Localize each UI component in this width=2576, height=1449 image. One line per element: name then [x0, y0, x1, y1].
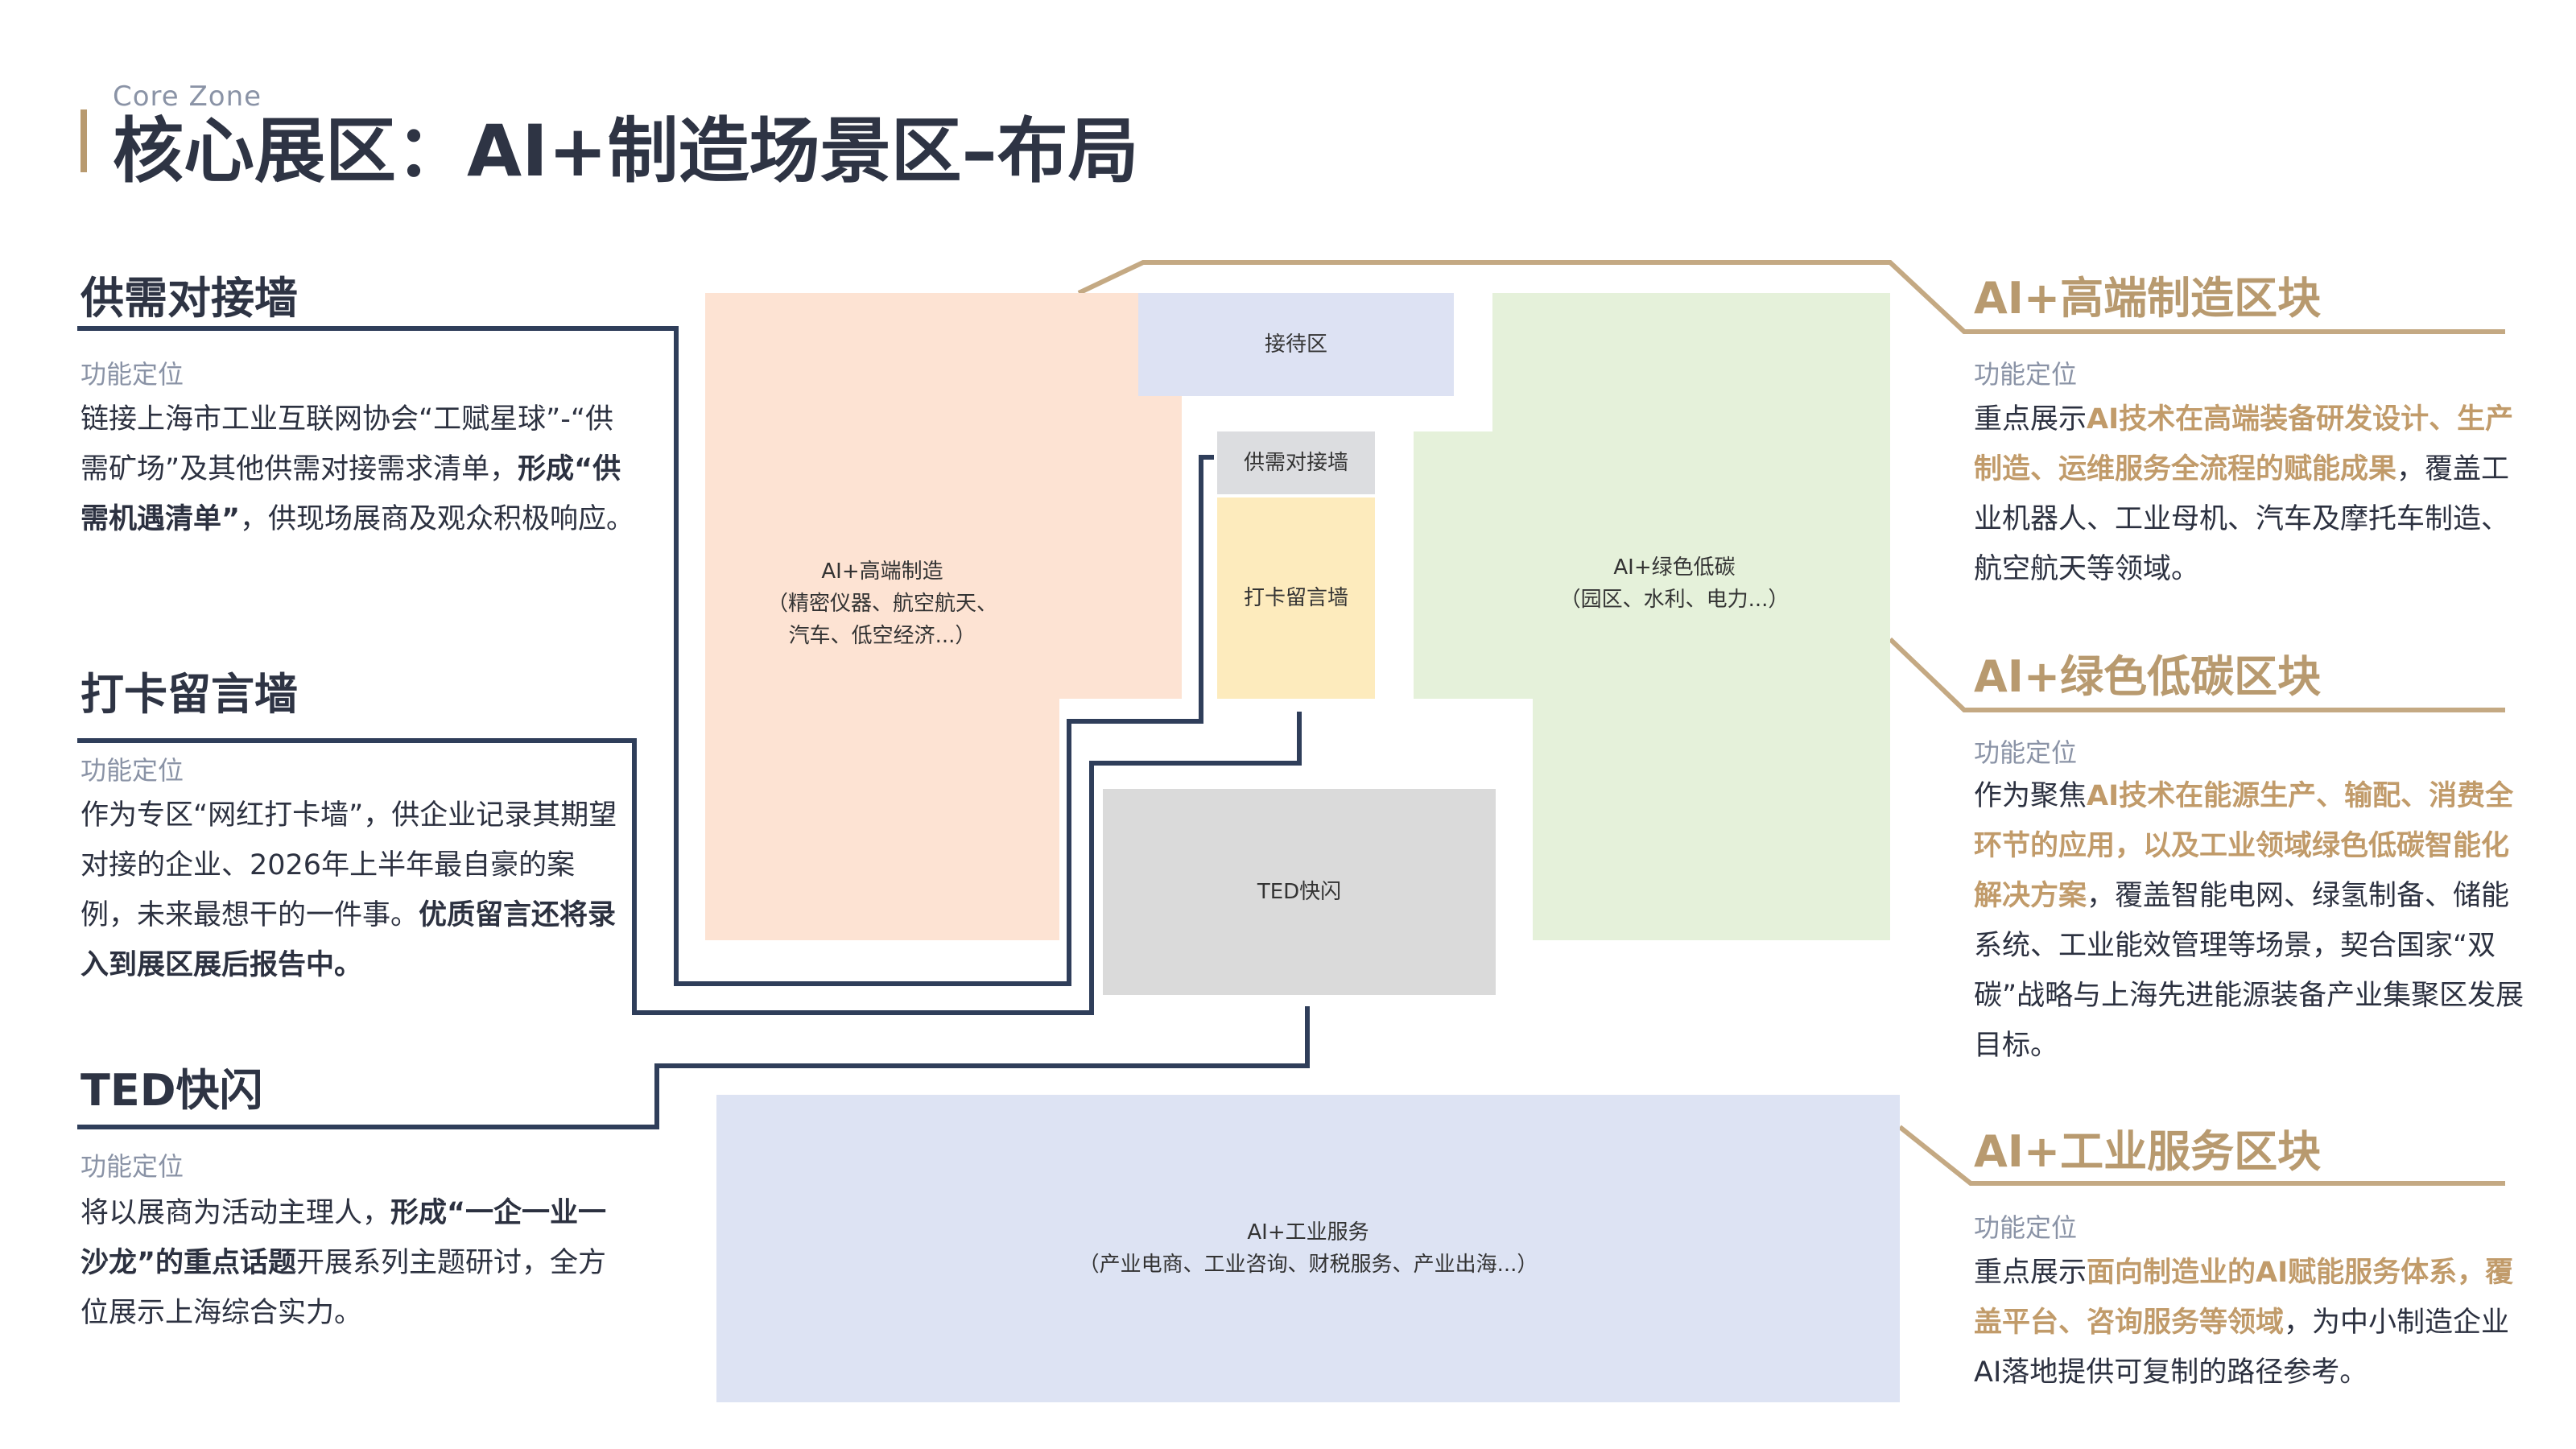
zone-checkin-wall[interactable]: 打卡留言墙 [1217, 497, 1375, 699]
zone-high-end-name: AI+高端制造 [821, 559, 943, 584]
body-segment-highlight: 面向制造业的AI赋能服务体系，覆盖平台、咨询服务等领域 [1974, 1257, 2514, 1339]
zone-ted[interactable]: TED快闪 [1103, 789, 1496, 995]
body-segment: 链接上海市工业互联网协会“工赋星球”-“供需矿场”及其他供需对接需求清单， [80, 403, 614, 485]
body-segment-bold: 优质留言还将录入到展区展后报告中。 [80, 899, 617, 981]
zone-high-end[interactable]: AI+高端制造 （精密仪器、航空航天、 汽车、低空经济...） [705, 499, 1059, 708]
body-segment-bold: 形成“一企一业一沙龙”的重点话题 [80, 1197, 607, 1279]
body-segment: 重点展示 [1974, 403, 2087, 436]
body-segment: 将以展商为活动主理人， [80, 1197, 391, 1229]
connector-service [1898, 1125, 2505, 1186]
right-panel-title-high-end: AI+高端制造区块 [1974, 273, 2322, 324]
zone-ted-label: TED快闪 [1257, 880, 1342, 904]
left-panel-subtitle-supply: 功能定位 [80, 359, 184, 390]
right-panel-body-green: 作为聚焦AI技术在能源生产、输配、消费全环节的应用，以及工业领域绿色低碳智能化解… [1974, 771, 2529, 1071]
body-segment: 作为专区“网红打卡墙”，供企业记录其期望对接的企业、2026年上半年最自豪的案例… [80, 799, 617, 931]
left-panel-title-supply: 供需对接墙 [80, 273, 298, 324]
left-panel-title-ted: TED快闪 [80, 1065, 263, 1116]
body-segment: ，覆盖工业机器人、工业母机、汽车及摩托车制造、航空航天等领域。 [1974, 453, 2510, 585]
zone-green-name: AI+绿色低碳 [1613, 555, 1736, 580]
zone-high-end-detail-2: 汽车、低空经济...） [788, 624, 976, 648]
left-panel-subtitle-ted: 功能定位 [80, 1151, 184, 1182]
zone-supply-wall[interactable]: 供需对接墙 [1217, 431, 1375, 494]
connector-supply-wall [77, 326, 1214, 986]
zone-green-detail: （园区、水利、电力...） [1559, 588, 1790, 612]
body-segment: ，为中小制造企业AI落地提供可复制的路径参考。 [1974, 1307, 2510, 1389]
title-accent-bar [80, 109, 87, 172]
right-panel-title-green: AI+绿色低碳区块 [1974, 651, 2322, 702]
right-panel-subtitle-high-end: 功能定位 [1974, 359, 2078, 390]
connector-high-end [1077, 260, 2505, 334]
left-panel-body-checkin: 作为专区“网红打卡墙”，供企业记录其期望对接的企业、2026年上半年最自豪的案例… [80, 791, 625, 990]
right-panel-title-service: AI+工业服务区块 [1974, 1126, 2322, 1177]
page-title: 核心展区：AI+制造场景区–布局 [113, 109, 1139, 192]
right-panel-subtitle-green: 功能定位 [1974, 737, 2078, 768]
zone-service-detail: （产业电商、工业咨询、财税服务、产业出海...） [1078, 1253, 1538, 1277]
zone-reception-label: 接待区 [1264, 332, 1327, 357]
connector-checkin-wall [77, 712, 1302, 1015]
body-segment: 开展系列主题研讨，全方位展示上海综合实力。 [80, 1247, 607, 1329]
body-segment: ，覆盖智能电网、绿氢制备、储能系统、工业能效管理等场景，契合国家“双碳”战略与上… [1974, 880, 2524, 1062]
left-panel-title-checkin: 打卡留言墙 [80, 669, 298, 720]
zone-green-shape [1414, 293, 1890, 940]
zone-service[interactable]: AI+工业服务 （产业电商、工业咨询、财税服务、产业出海...） [716, 1095, 1900, 1402]
right-panel-subtitle-service: 功能定位 [1974, 1212, 2078, 1243]
left-panel-body-ted: 将以展商为活动主理人，形成“一企一业一沙龙”的重点话题开展系列主题研讨，全方位展… [80, 1188, 625, 1338]
zone-service-name: AI+工业服务 [1247, 1220, 1369, 1245]
left-panel-subtitle-checkin: 功能定位 [80, 755, 184, 786]
zone-high-end-shape [705, 293, 1182, 940]
zone-green[interactable]: AI+绿色低碳 （园区、水利、电力...） [1505, 483, 1843, 684]
body-segment-highlight: AI技术在高端装备研发设计、生产制造、运维服务全流程的赋能成果 [1974, 403, 2514, 485]
body-segment-highlight: AI技术在能源生产、输配、消费全环节的应用，以及工业领域绿色低碳智能化解决方案 [1974, 780, 2514, 912]
connector-ted [77, 1006, 1310, 1129]
zone-supply-wall-label: 供需对接墙 [1243, 451, 1348, 475]
right-panel-body-high-end: 重点展示AI技术在高端装备研发设计、生产制造、运维服务全流程的赋能成果，覆盖工业… [1974, 394, 2518, 594]
right-panel-body-service: 重点展示面向制造业的AI赋能服务体系，覆盖平台、咨询服务等领域，为中小制造企业A… [1974, 1248, 2518, 1397]
left-panel-body-supply: 链接上海市工业互联网协会“工赋星球”-“供需矿场”及其他供需对接需求清单，形成“… [80, 394, 636, 544]
body-segment: 作为聚焦 [1974, 780, 2087, 812]
body-segment: ，供现场展商及观众积极响应。 [240, 503, 635, 535]
zone-checkin-wall-label: 打卡留言墙 [1243, 586, 1348, 610]
body-segment-bold: 形成“供需机遇清单” [80, 453, 621, 535]
zone-high-end-detail-1: （精密仪器、航空航天、 [766, 592, 997, 616]
zone-reception[interactable]: 接待区 [1138, 293, 1454, 396]
connector-green [1888, 637, 2505, 712]
body-segment: 重点展示 [1974, 1257, 2087, 1289]
eyebrow-label: Core Zone [113, 80, 262, 113]
